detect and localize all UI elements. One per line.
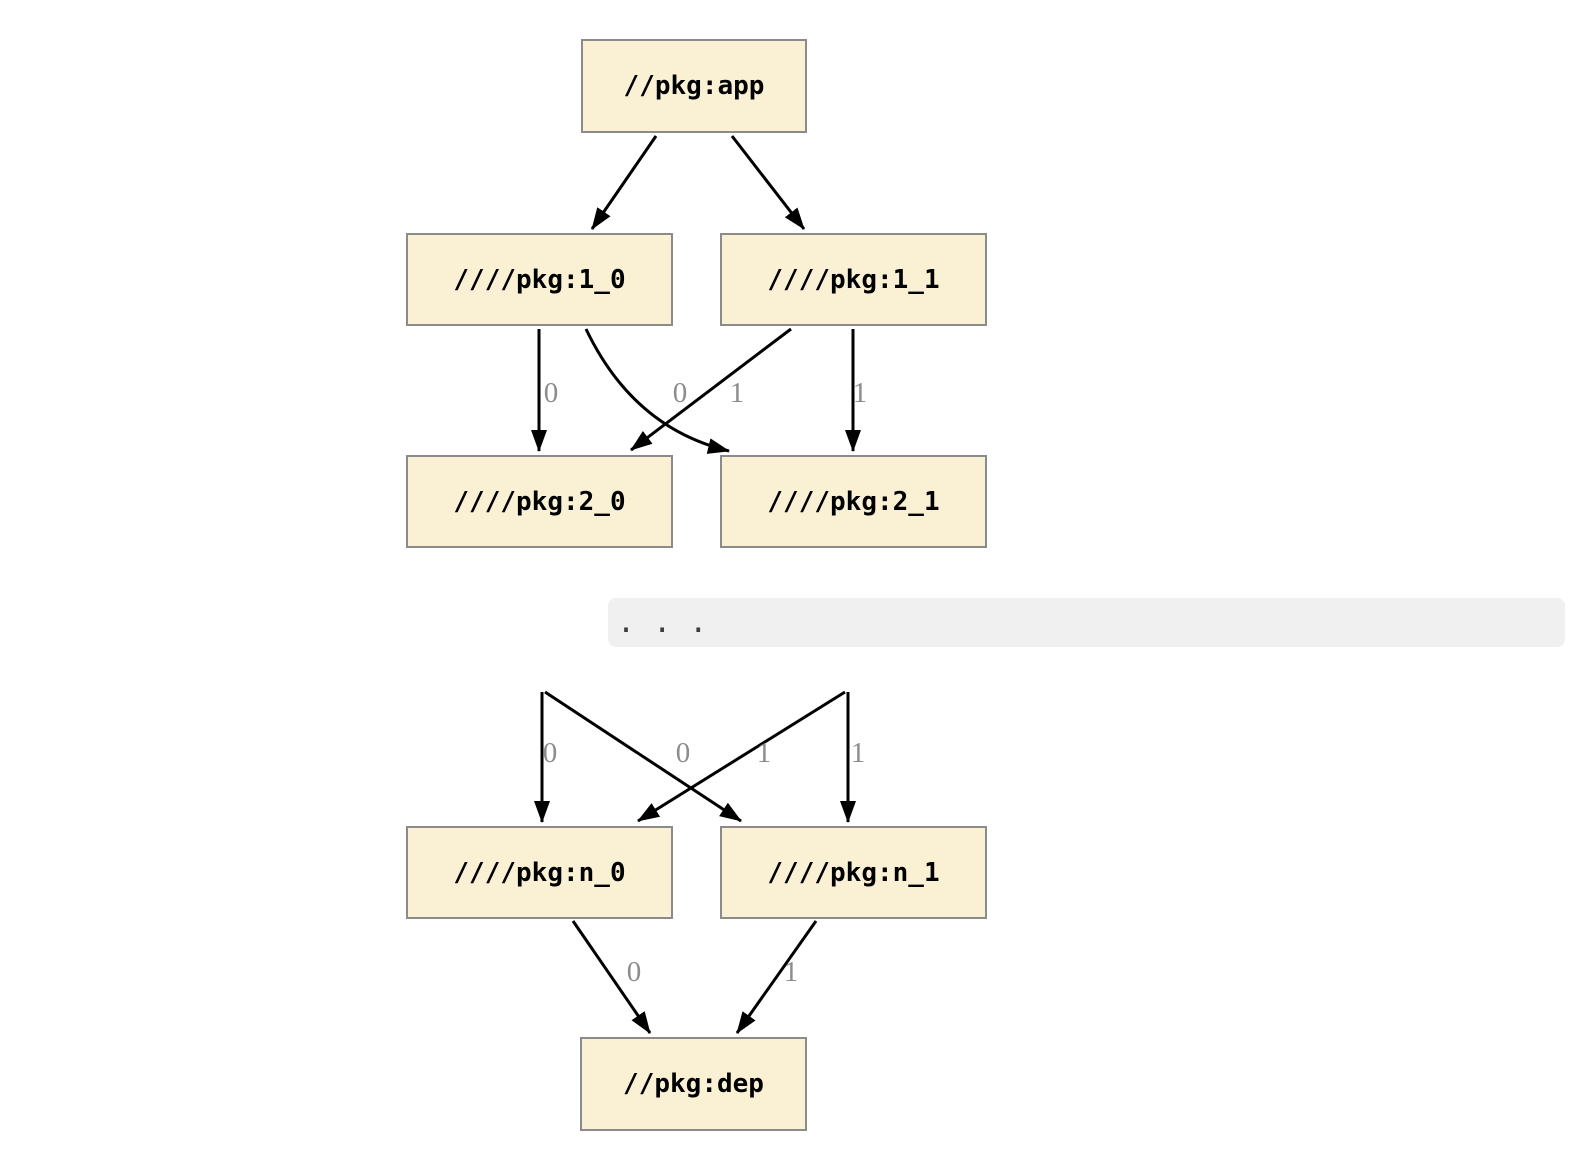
node-pkg-dep: //pkg:dep <box>580 1037 807 1131</box>
edge-label-n_1-dep: 1 <box>784 956 799 988</box>
ellipsis-dots: . . . <box>617 605 708 640</box>
node-pkg-dep-label: //pkg:dep <box>623 1069 764 1099</box>
node-pkg-n_1: ////pkg:n_1 <box>720 826 987 919</box>
node-pkg-1_1-label: ////pkg:1_1 <box>767 264 940 295</box>
edge-label-elided-n_0-mid: 0 <box>676 737 691 769</box>
edge-1_1-to-2_0 <box>630 327 792 452</box>
edge-label-1_1-2_0: 0 <box>673 377 688 409</box>
node-pkg-2_0-label: ////pkg:2_0 <box>453 486 626 517</box>
edge-n_0-to-dep <box>571 920 652 1034</box>
node-pkg-1_0-label: ////pkg:1_0 <box>453 264 626 295</box>
edge-elided-right-to-n_0 <box>637 690 846 823</box>
edge-label-elided-n_0-left: 0 <box>543 737 558 769</box>
edge-n_1-to-dep <box>735 920 818 1034</box>
edge-label-elided-n_1-right: 1 <box>851 737 866 769</box>
node-pkg-2_0: ////pkg:2_0 <box>406 455 673 548</box>
edge-label-n_0-dep: 0 <box>627 956 642 988</box>
edge-label-1_0-2_1: 1 <box>730 377 745 409</box>
edge-label-elided-n_1-mid: 1 <box>757 737 772 769</box>
node-pkg-1_1: ////pkg:1_1 <box>720 233 987 326</box>
node-pkg-n_1-label: ////pkg:n_1 <box>767 857 940 888</box>
edge-app-to-1_0 <box>590 135 658 230</box>
edge-1_0-to-2_1 <box>584 328 730 454</box>
elided-levels-band: . . . <box>608 598 1565 647</box>
node-pkg-2_1: ////pkg:2_1 <box>720 455 987 548</box>
node-pkg-1_0: ////pkg:1_0 <box>406 233 673 326</box>
edge-label-1_1-2_1: 1 <box>853 377 868 409</box>
edge-app-to-1_1 <box>730 135 806 230</box>
node-pkg-2_1-label: ////pkg:2_1 <box>767 486 940 517</box>
node-pkg-n_0-label: ////pkg:n_0 <box>453 857 626 888</box>
node-pkg-n_0: ////pkg:n_0 <box>406 826 673 919</box>
node-pkg-app: //pkg:app <box>581 39 807 133</box>
edge-elided-left-to-n_1 <box>544 690 742 823</box>
edge-label-1_0-2_0: 0 <box>544 377 559 409</box>
node-pkg-app-label: //pkg:app <box>623 71 765 101</box>
